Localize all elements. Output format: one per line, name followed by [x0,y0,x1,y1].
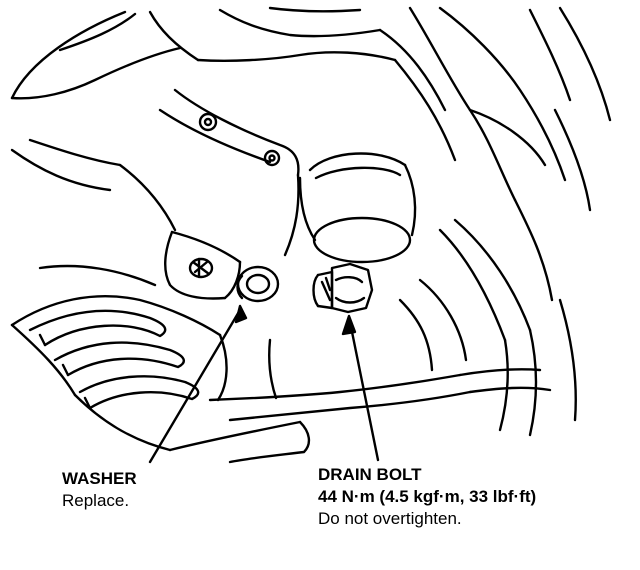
transmission-housing [118,88,300,257]
drain-bolt [312,262,374,314]
engine-block-upper [10,6,612,302]
drain-bolt-torque-spec: 44 N·m (4.5 kgf·m, 33 lbf·ft) [318,487,537,506]
washer-note: Replace. [62,491,130,510]
washer-leader [148,304,248,464]
washer-callout: WASHER Replace. [62,468,137,512]
drain-bolt-label: DRAIN BOLT [318,465,422,484]
oil-pan-ribs [10,264,228,452]
drain-hole-boss [164,230,242,300]
washer [236,265,280,303]
washer-label: WASHER [62,469,137,488]
drain-bolt-callout: DRAIN BOLT 44 N·m (4.5 kgf·m, 33 lbf·ft)… [318,464,536,530]
drain-bolt-leader [341,314,380,462]
lower-frame [168,218,577,464]
oil-filter [298,152,417,264]
drain-bolt-note: Do not overtighten. [318,509,462,528]
